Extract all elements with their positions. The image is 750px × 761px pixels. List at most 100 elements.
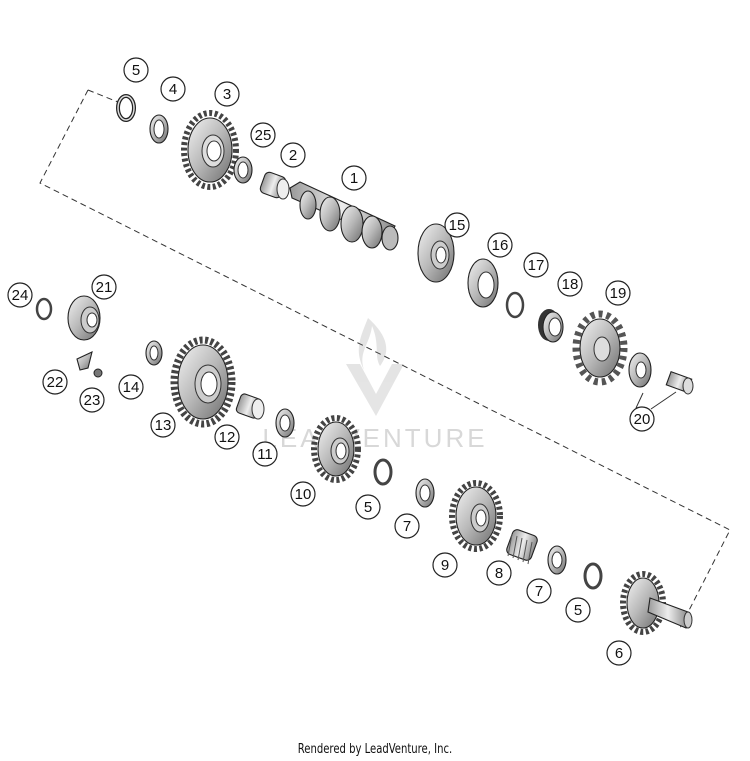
callout-3[interactable]: 3: [214, 81, 240, 107]
callout-23[interactable]: 23: [79, 387, 105, 413]
callout-number: 9: [441, 557, 449, 574]
callout-circle: [526, 578, 552, 604]
lower-washer-part[interactable]: [145, 340, 163, 366]
callout-6[interactable]: 6: [606, 640, 632, 666]
callout-16[interactable]: 16: [487, 232, 513, 258]
callout-circle: [341, 165, 367, 191]
thrust-washer-part[interactable]: [415, 478, 435, 508]
callout-21[interactable]: 21: [91, 274, 117, 300]
callout-8[interactable]: 8: [486, 560, 512, 586]
callout-number: 24: [12, 287, 29, 304]
thrust-washer-part[interactable]: [547, 545, 567, 575]
callout-17[interactable]: 17: [523, 252, 549, 278]
footer-credit: Rendered by LeadVenture, Inc.: [297, 742, 453, 757]
callout-circle: [557, 271, 583, 297]
callout-circle: [42, 369, 68, 395]
callout-5c[interactable]: 5: [565, 597, 591, 623]
callout-circle: [123, 57, 149, 83]
callout-circle: [486, 560, 512, 586]
oil-guide-part[interactable]: [76, 351, 93, 371]
callout-number: 22: [47, 374, 64, 391]
callout-circle: [605, 280, 631, 306]
sliding-gear-part[interactable]: [311, 415, 361, 483]
watermark-text: LEADVENTURE: [262, 423, 487, 453]
callout-number: 4: [169, 81, 177, 98]
callout-2[interactable]: 2: [280, 142, 306, 168]
callout-14[interactable]: 14: [118, 374, 144, 400]
gear-part[interactable]: [181, 110, 239, 190]
callout-11[interactable]: 11: [252, 441, 278, 467]
thrust-washer-part[interactable]: [149, 114, 169, 144]
callout-13[interactable]: 13: [150, 412, 176, 438]
callout-7b[interactable]: 7: [526, 578, 552, 604]
callout-number: 5: [364, 499, 372, 516]
callout-4[interactable]: 4: [160, 76, 186, 102]
sprocket-washer-part[interactable]: [628, 352, 652, 388]
retaining-ring-part[interactable]: [35, 297, 53, 321]
callout-circle: [252, 441, 278, 467]
callout-24[interactable]: 24: [7, 282, 33, 308]
main-shaft-part[interactable]: [289, 181, 399, 251]
callout-number: 17: [528, 257, 545, 274]
callout-circle: [523, 252, 549, 278]
callout-10[interactable]: 10: [290, 481, 316, 507]
ball-bearing-part[interactable]: [417, 223, 455, 283]
callout-circle: [487, 232, 513, 258]
callout-number: 5: [132, 62, 140, 79]
callout-19[interactable]: 19: [605, 280, 631, 306]
callout-25[interactable]: 25: [250, 122, 276, 148]
callout-22[interactable]: 22: [42, 369, 68, 395]
callout-circle: [91, 274, 117, 300]
callout-number: 19: [610, 285, 627, 302]
callout-number: 7: [403, 518, 411, 535]
o-ring-part[interactable]: [505, 291, 525, 319]
callout-number: 12: [219, 429, 236, 446]
callout-12[interactable]: 12: [214, 424, 240, 450]
callout-number: 25: [255, 127, 272, 144]
spacer-bushing-part[interactable]: [538, 309, 564, 343]
sprocket-part[interactable]: [572, 310, 628, 386]
callout-5a[interactable]: 5: [123, 57, 149, 83]
callout-circle: [214, 424, 240, 450]
callout-number: 21: [96, 279, 113, 296]
callout-circle: [290, 481, 316, 507]
callout-5b[interactable]: 5: [355, 494, 381, 520]
callout-18[interactable]: 18: [557, 271, 583, 297]
circlip-part[interactable]: [583, 562, 603, 590]
washer-part[interactable]: [233, 156, 253, 184]
callout-circle: [629, 406, 655, 432]
circlip-part[interactable]: [116, 94, 136, 122]
callout-circle: [355, 494, 381, 520]
callout-15[interactable]: 15: [444, 212, 470, 238]
countershaft-bearing-part[interactable]: [67, 295, 101, 341]
sprocket-bolt-part[interactable]: [665, 370, 694, 395]
callout-1[interactable]: 1: [341, 165, 367, 191]
stop-washer-part[interactable]: [275, 408, 295, 438]
callout-circle: [394, 513, 420, 539]
callout-circle: [214, 81, 240, 107]
needle-bearing-part[interactable]: [259, 171, 290, 200]
screw-part[interactable]: [93, 368, 103, 378]
callout-circle: [7, 282, 33, 308]
large-gear-part[interactable]: [170, 336, 236, 428]
shaft-seal-part[interactable]: [467, 258, 499, 308]
circlip-part[interactable]: [373, 458, 393, 486]
needle-cage-part[interactable]: [235, 393, 265, 420]
callout-circle: [79, 387, 105, 413]
needle-bearing-part[interactable]: [505, 528, 538, 565]
callout-number: 20: [634, 411, 651, 428]
countershaft-part[interactable]: [620, 571, 693, 635]
callout-number: 15: [449, 217, 466, 234]
idler-gear-part[interactable]: [449, 480, 503, 552]
callout-7a[interactable]: 7: [394, 513, 420, 539]
callout-circle: [606, 640, 632, 666]
callout-number: 8: [495, 565, 503, 582]
callout-circle: [250, 122, 276, 148]
callout-9[interactable]: 9: [432, 552, 458, 578]
callout-number: 11: [257, 446, 273, 463]
callout-20[interactable]: 20: [629, 406, 655, 432]
watermark-logo: [346, 318, 404, 416]
callout-circle: [160, 76, 186, 102]
